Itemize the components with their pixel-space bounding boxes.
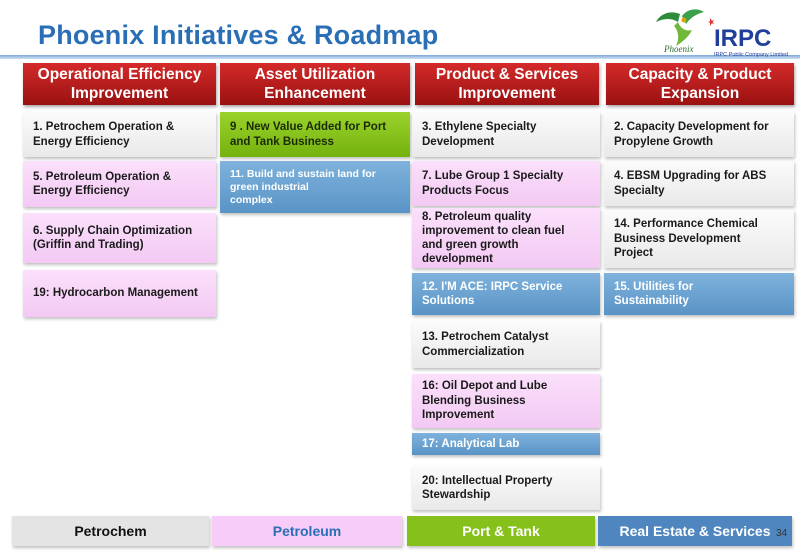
initiative-card-14: 14. Performance Chemical Business Develo… (604, 210, 794, 268)
column-header-capacity: Capacity & Product Expansion (606, 63, 794, 105)
initiative-card-11: 11. Build and sustain land for green ind… (220, 161, 410, 213)
initiative-card-5: 5. Petroleum Operation & Energy Efficien… (23, 161, 216, 207)
initiative-card-4: 4. EBSM Upgrading for ABS Specialty (604, 161, 794, 206)
irpc-wordmark: IRPC (714, 25, 771, 52)
legend-petroleum: Petroleum (212, 516, 402, 546)
initiative-card-6: 6. Supply Chain Optimization (Griffin an… (23, 213, 216, 263)
initiative-card-2: 2. Capacity Development for Propylene Gr… (604, 112, 794, 157)
page-number: 34 (776, 528, 788, 539)
initiative-card-8: 8. Petroleum quality improvement to clea… (412, 208, 600, 268)
column-header-operational: Operational Efficiency Improvement (23, 63, 216, 105)
page-title: Phoenix Initiatives & Roadmap (38, 20, 439, 50)
irpc-company-name: IRPC Public Company Limited (714, 52, 788, 58)
company-logo: Phoenix IRPC IRPC Public Company Limited (656, 9, 788, 58)
initiative-card-13: 13. Petrochem Catalyst Commercialization (412, 321, 600, 368)
phoenix-wordmark: Phoenix (663, 44, 694, 54)
initiative-card-19: 19: Hydrocarbon Management (23, 270, 216, 317)
initiative-card-1: 1. Petrochem Operation & Energy Efficien… (23, 112, 216, 157)
legend-real-estate: Real Estate & Services (598, 516, 792, 546)
initiative-card-20: 20: Intellectual Property Stewardship (412, 466, 600, 510)
initiative-card-17: 17: Analytical Lab (412, 433, 600, 455)
column-header-product: Product & Services Improvement (415, 63, 599, 105)
column-header-asset: Asset Utilization Enhancement (220, 63, 410, 105)
initiative-card-7: 7. Lube Group 1 Specialty Products Focus (412, 161, 600, 206)
legend-port-tank: Port & Tank (407, 516, 595, 546)
initiative-card-16: 16: Oil Depot and Lube Blending Business… (412, 374, 600, 428)
title-underline (0, 55, 800, 59)
initiative-card-12: 12. I'M ACE: IRPC Service Solutions (412, 273, 600, 315)
legend-petrochem: Petrochem (12, 516, 209, 546)
phoenix-bird-icon (656, 9, 704, 46)
initiative-card-9: 9 . New Value Added for Port and Tank Bu… (220, 112, 410, 157)
initiative-card-15: 15. Utilities for Sustainability (604, 273, 794, 315)
initiative-card-3: 3. Ethylene Specialty Development (412, 112, 600, 157)
star-icon (708, 18, 714, 26)
